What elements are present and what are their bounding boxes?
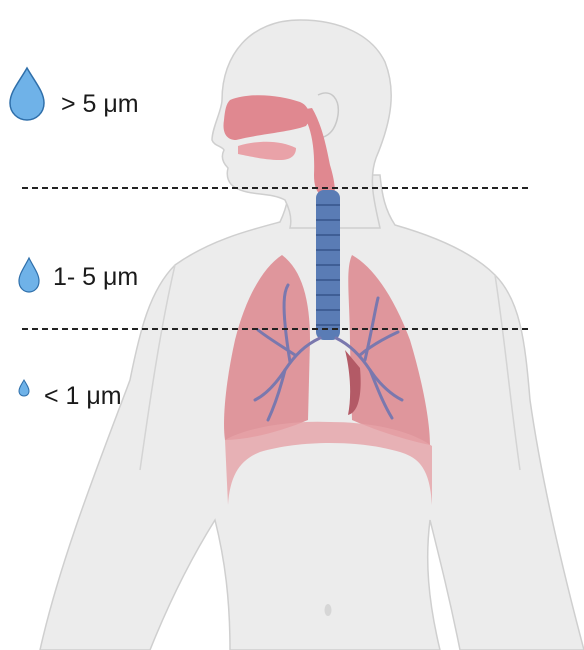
droplet-icon xyxy=(19,380,29,396)
droplet-icon xyxy=(10,68,44,120)
particle-size-label-small: < 1 μm xyxy=(44,384,122,409)
droplets xyxy=(10,68,44,396)
particle-size-label-medium: 1- 5 μm xyxy=(53,265,138,290)
droplet-icon xyxy=(19,258,39,292)
particle-size-label-large: > 5 μm xyxy=(61,92,139,117)
navel xyxy=(325,604,332,616)
torso-silhouette xyxy=(40,175,584,650)
